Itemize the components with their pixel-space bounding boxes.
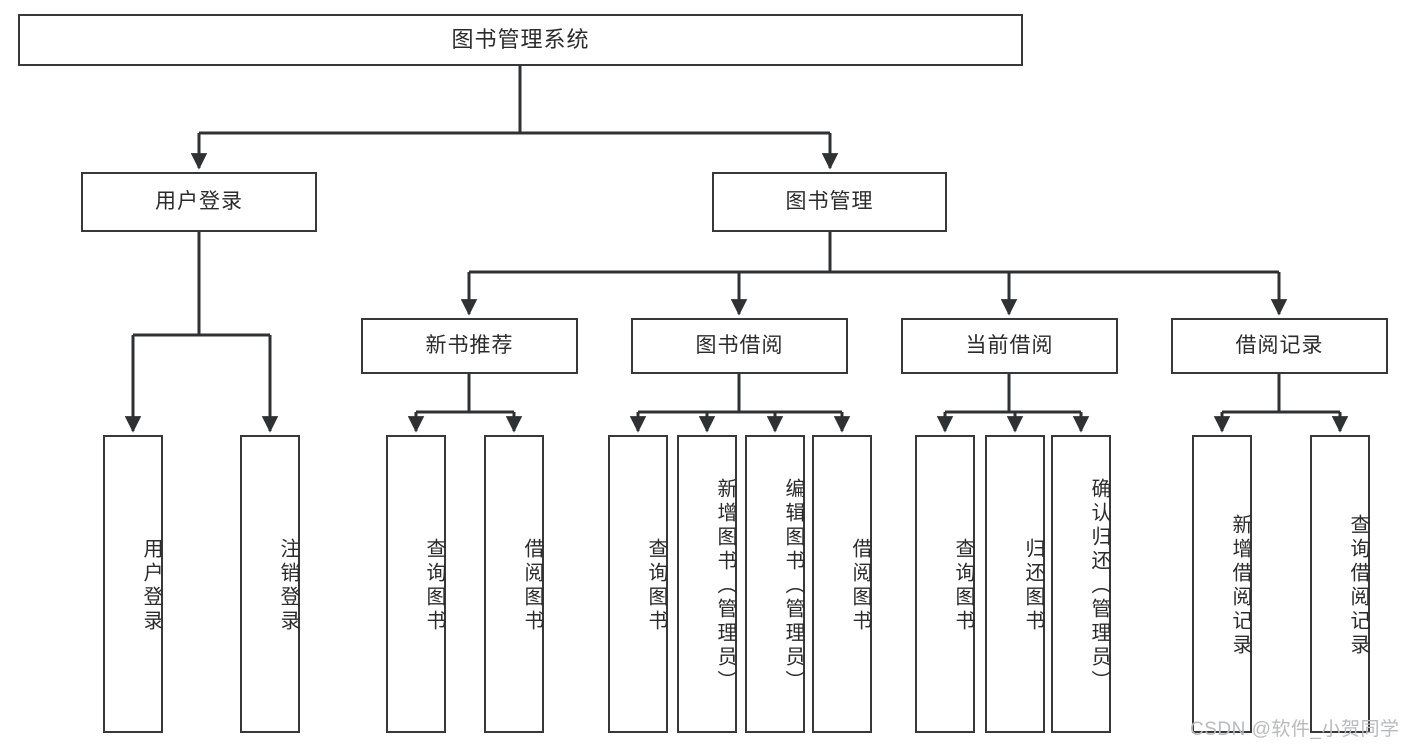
edge-group-root xyxy=(190,66,839,170)
edge-group-user-login xyxy=(124,232,279,433)
node-user-login[interactable]: 用户登录 xyxy=(81,172,317,232)
leaf-user-logout[interactable]: 注销登录 xyxy=(240,435,300,733)
node-borrow-records[interactable]: 借阅记录 xyxy=(1171,318,1388,374)
leaf-add-borrow-record[interactable]: 新增借阅记录 xyxy=(1192,435,1252,733)
leaf-query-book-recommend[interactable]: 查询图书 xyxy=(386,435,446,733)
node-book-borrow[interactable]: 图书借阅 xyxy=(631,318,848,374)
edge-group-records xyxy=(1213,374,1349,433)
leaf-return-book[interactable]: 归还图书 xyxy=(985,435,1045,733)
leaf-add-book-admin[interactable]: 新增图书（管理员） xyxy=(677,435,737,733)
node-current-borrow[interactable]: 当前借阅 xyxy=(901,318,1118,374)
edge-group-current xyxy=(936,374,1090,433)
leaf-query-borrow-record[interactable]: 查询借阅记录 xyxy=(1310,435,1370,733)
leaf-edit-book-admin[interactable]: 编辑图书（管理员） xyxy=(745,435,805,733)
csdn-watermark: CSDN @软件_小贺同学 xyxy=(1190,719,1400,740)
leaf-borrow-book[interactable]: 借阅图书 xyxy=(812,435,872,733)
node-root-system[interactable]: 图书管理系统 xyxy=(18,14,1023,66)
leaf-confirm-return-admin[interactable]: 确认归还（管理员） xyxy=(1051,435,1111,733)
leaf-borrow-book-recommend[interactable]: 借阅图书 xyxy=(484,435,544,733)
leaf-user-login[interactable]: 用户登录 xyxy=(103,435,163,733)
edge-group-book-manage xyxy=(460,232,1288,316)
node-book-management[interactable]: 图书管理 xyxy=(712,172,947,232)
edge-group-new-book xyxy=(407,374,523,433)
leaf-query-book-borrow[interactable]: 查询图书 xyxy=(608,435,668,733)
node-new-book-recommend[interactable]: 新书推荐 xyxy=(361,318,578,374)
edge-group-borrow xyxy=(629,374,851,433)
leaf-query-book-current[interactable]: 查询图书 xyxy=(915,435,975,733)
